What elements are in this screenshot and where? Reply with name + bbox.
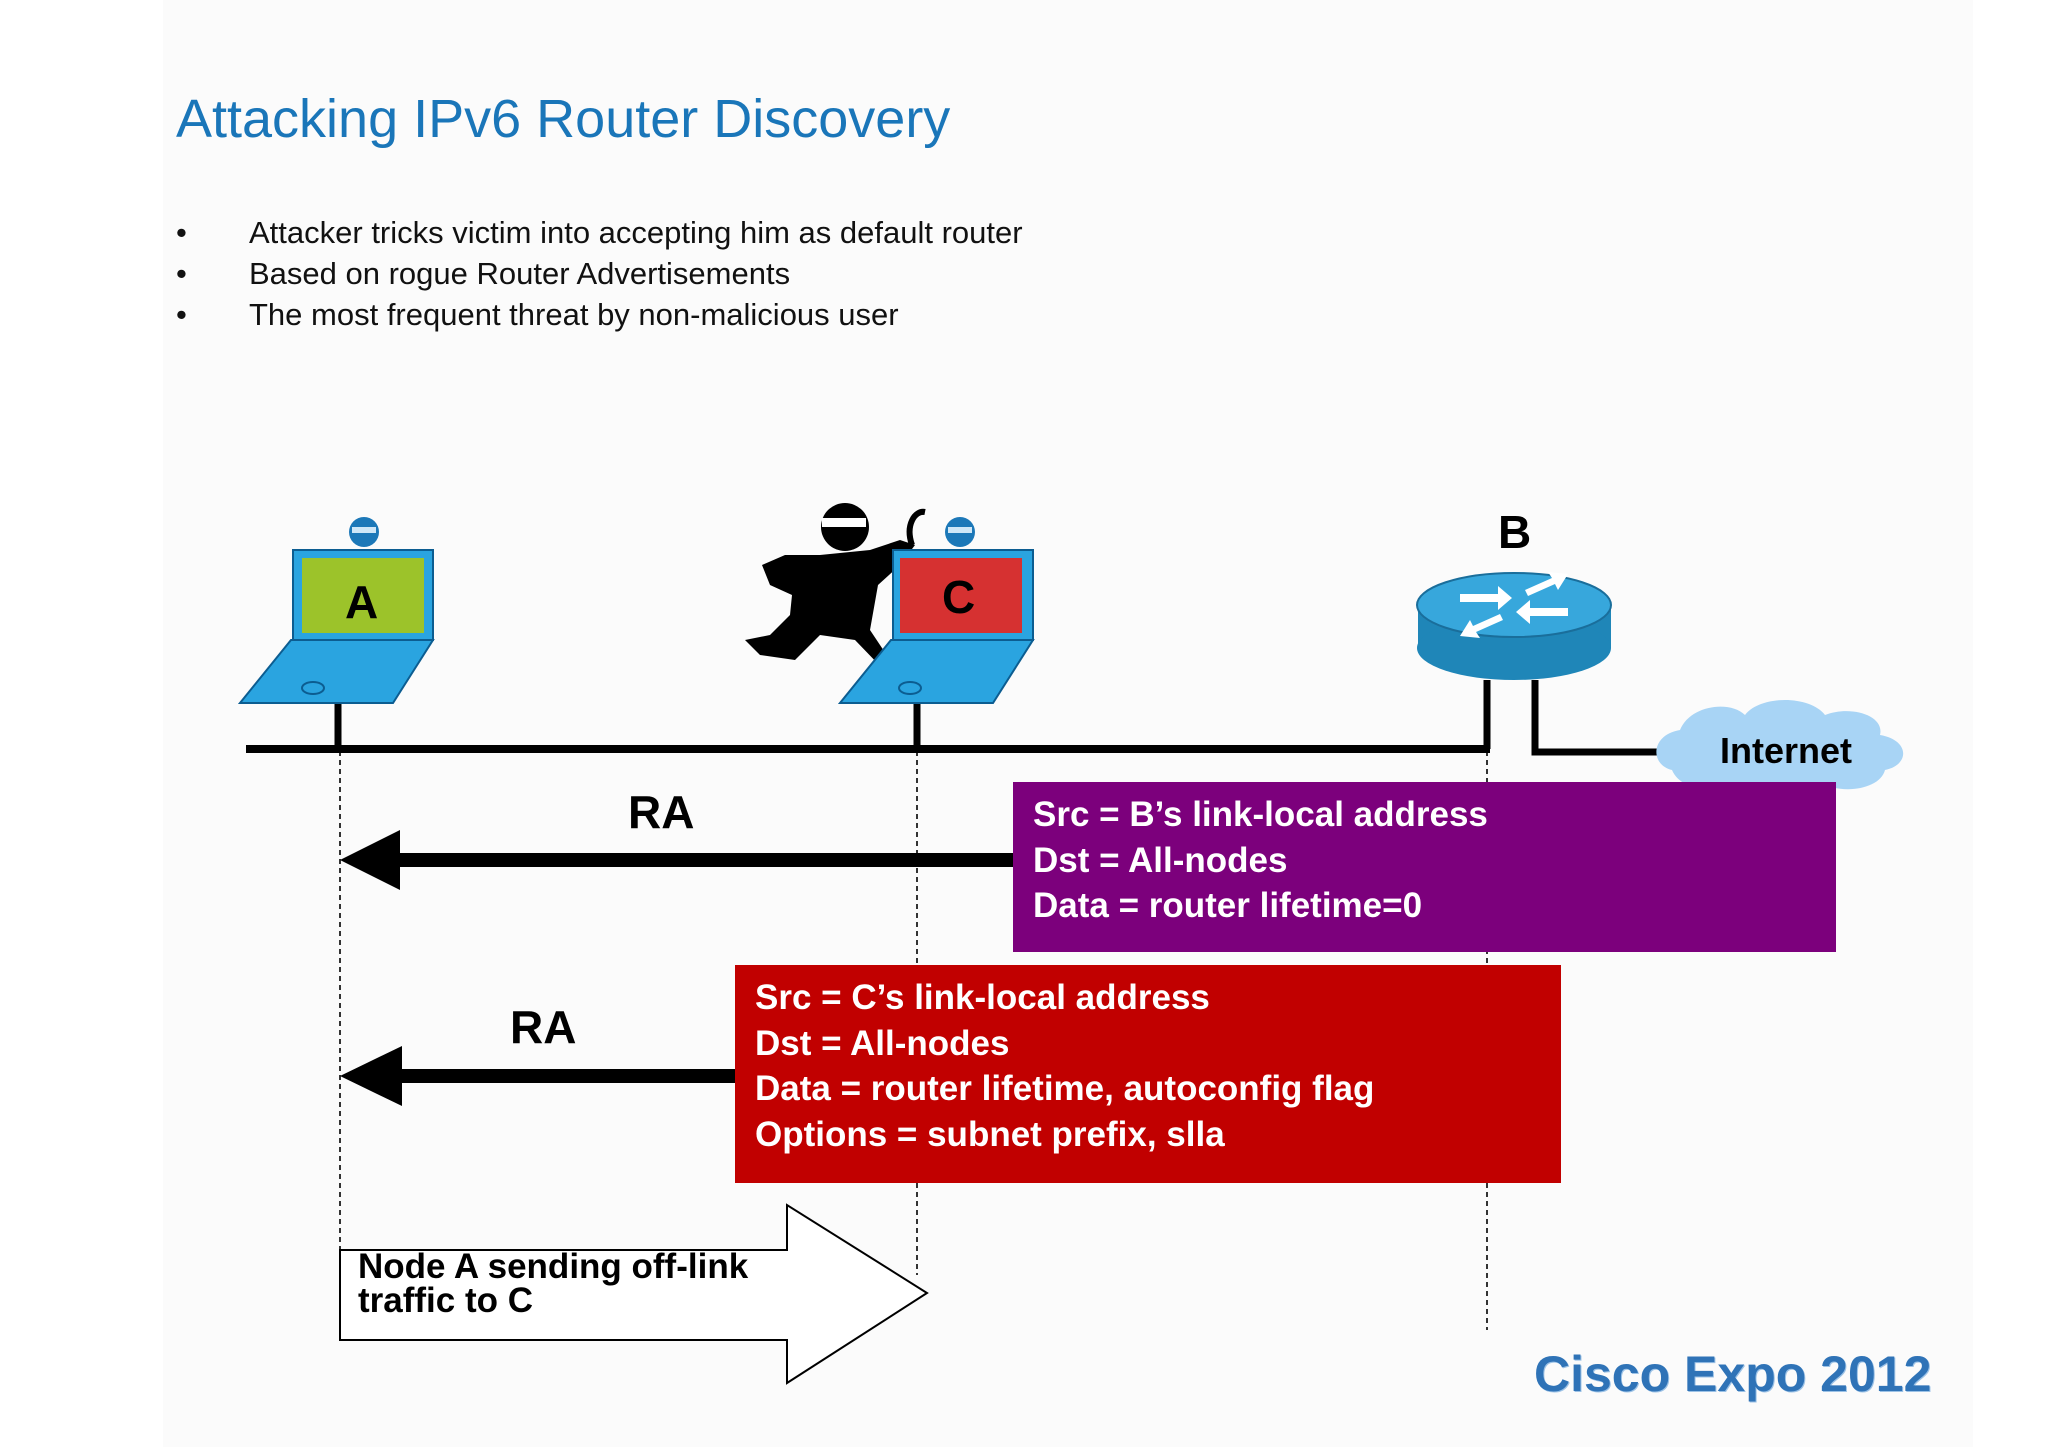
- laptop-c-screen: [900, 558, 1022, 633]
- ra-message-from-b: Src = B’s link-local address Dst = All-n…: [1013, 782, 1836, 952]
- bullet-item: •Attacker tricks victim into accepting h…: [176, 212, 1023, 253]
- internet-cloud-icon: [1656, 700, 1904, 796]
- bullet-marker: •: [176, 256, 187, 291]
- message-line: Dst = All-nodes: [755, 1023, 1010, 1063]
- ra-label: RA: [510, 1001, 577, 1053]
- page-title: Attacking IPv6 Router Discovery: [176, 89, 951, 149]
- ra-arrow-from-c: [340, 1046, 737, 1106]
- laptop-a-screen: [302, 558, 424, 633]
- message-line: Src = C’s link-local address: [755, 978, 1210, 1017]
- link-b-internet: [1531, 680, 1665, 756]
- message-line: Data = router lifetime=0: [1033, 886, 1423, 925]
- ra-arrow-from-b: [340, 830, 1014, 890]
- bullet-list: •Attacker tricks victim into accepting h…: [176, 212, 1023, 335]
- traffic-arrow-label: Node A sending off-link traffic to C: [358, 1247, 749, 1320]
- bullet-item: •Based on rogue Router Advertisements: [176, 253, 1023, 294]
- ra-label: RA: [628, 786, 695, 838]
- node-a-label: A: [345, 576, 379, 628]
- laptop-c-icon: [837, 517, 1035, 704]
- message-line: Data = router lifetime, autoconfig flag: [755, 1069, 1375, 1108]
- attacker-icon: [745, 503, 926, 668]
- node-b-label: B: [1498, 506, 1532, 558]
- node-c-label: C: [942, 571, 976, 623]
- slide-background: [163, 0, 1973, 1447]
- internet-label: Internet: [1720, 730, 1853, 771]
- ra-message-from-c: Src = C’s link-local address Dst = All-n…: [735, 965, 1561, 1183]
- bullet-item: •The most frequent threat by non-malicio…: [176, 294, 1023, 335]
- bullet-marker: •: [176, 215, 187, 250]
- traffic-arrow-line: Node A sending off-link: [358, 1247, 749, 1286]
- brand-logo-text: Cisco Expo 2012: [1534, 1346, 1932, 1402]
- message-line: Options = subnet prefix, slla: [755, 1114, 1225, 1154]
- laptop-a-icon: [237, 517, 435, 704]
- router-icon: [1416, 572, 1612, 680]
- message-line: Dst = All-nodes: [1033, 840, 1288, 880]
- message-line: Src = B’s link-local address: [1033, 795, 1488, 834]
- bullet-marker: •: [176, 297, 187, 332]
- traffic-arrow-shape: [339, 1203, 929, 1385]
- traffic-arrow-line: traffic to C: [358, 1281, 533, 1320]
